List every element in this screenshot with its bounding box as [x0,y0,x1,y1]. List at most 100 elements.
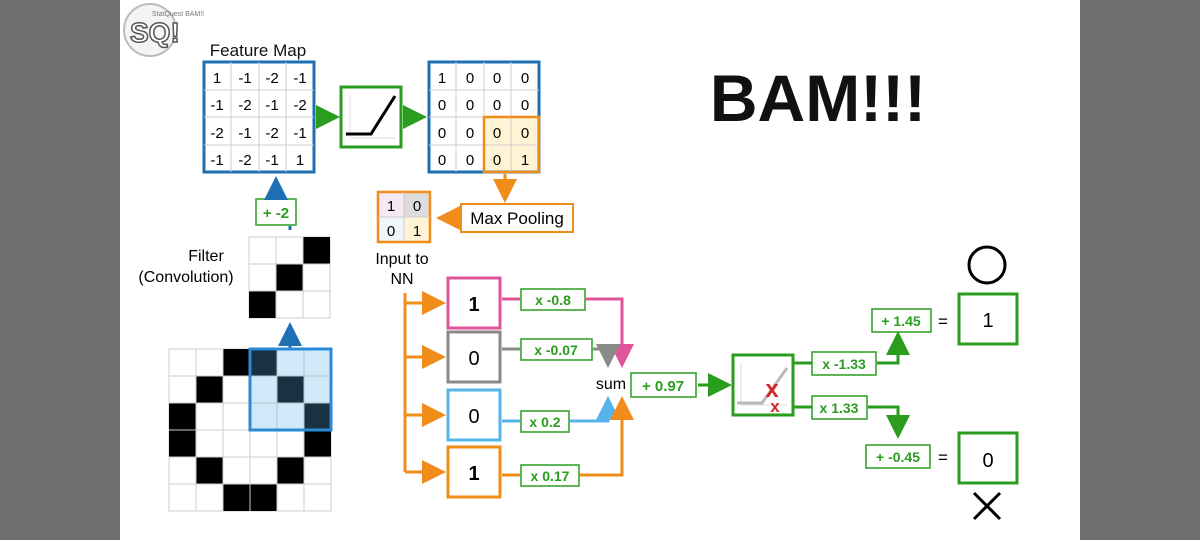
relu-cell: 0 [493,97,501,114]
pooled-cell: 0 [413,198,421,215]
filter-window-highlight [248,347,333,432]
weight-box [520,288,586,311]
path-to-output-2 [868,405,910,439]
output-weight-box [811,351,877,376]
nn-input-value: 1 [468,294,479,316]
feature-map-cell: 1 [213,70,221,87]
output-weight: x 1.33 [820,400,859,416]
circle-icon [967,245,1007,285]
weight-box [520,338,593,361]
nn-input-node-2 [446,330,502,384]
relu-cell: 0 [466,125,474,142]
output-node-1 [957,292,1019,346]
cross-icon [972,491,1002,521]
hidden-relu-node: x x [731,353,795,417]
nn-input-label-line2: NN [390,271,413,288]
nn-input-value: 1 [468,463,479,485]
slide: SQ! StatQuest BAM!! BAM!!! Feature Map 1… [120,0,1080,540]
feature-map-cell: -2 [238,152,251,169]
sum-label: sum [596,376,626,393]
output-weight: x -1.33 [822,356,866,372]
filter-label-line2: (Convolution) [138,269,233,286]
feature-map-cell: -1 [210,97,223,114]
max-pooling-box [460,203,574,233]
conv-bias: + -2 [263,205,289,222]
relu-cell: 0 [466,70,474,87]
path-to-sum [593,344,620,368]
relu-output-grid: 1 0 0 0 0 0 0 0 0 0 0 0 0 0 0 1 [427,60,541,174]
relu-cell: 0 [466,152,474,169]
feature-map-cell: -1 [210,152,223,169]
logo-text: SQ! [130,17,180,48]
output-bias-box [865,444,931,469]
relu-cell: 1 [521,152,529,169]
relu-activation-box [339,85,403,149]
output-bias: + 1.45 [881,313,921,329]
nn-input-node-4 [446,445,502,499]
hidden-bias-box [630,372,697,398]
pooled-cell: 1 [413,223,421,240]
output-node-2 [957,431,1019,485]
nn-input-node-3 [446,388,502,442]
relu-cell: 0 [438,125,446,142]
nn-input-value: 0 [468,406,479,428]
filter-grid [248,236,331,319]
feature-map-cell: -1 [293,70,306,87]
weight-label: x 0.2 [529,414,560,430]
feature-map-cell: -2 [210,125,223,142]
feature-map-cell: -1 [238,70,251,87]
pooled-cell: 1 [387,198,395,215]
path-to-sum [586,297,634,368]
equals-sign: = [938,312,948,331]
relu-cell: 0 [438,152,446,169]
weight-label: x -0.07 [534,342,578,358]
weight-box [520,464,580,487]
output-value: 1 [982,310,993,332]
logo-small-text: StatQuest BAM!! [152,11,204,18]
statquest-logo: SQ! StatQuest BAM!! [123,3,204,57]
relu-cell: 1 [438,70,446,87]
relu-cell: 0 [493,125,501,142]
max-pooling-label: Max Pooling [470,209,564,228]
feature-map-cell: -2 [265,70,278,87]
feature-map-cell: -1 [293,125,306,142]
output-bias-box [871,308,932,333]
relu-mark: x [765,376,779,403]
feature-map-cell: -2 [265,125,278,142]
relu-cell: 0 [521,70,529,87]
relu-cell: 0 [493,70,501,87]
feature-map-cell: -1 [265,97,278,114]
headline: BAM!!! [710,61,926,135]
relu-mark: x [770,397,780,416]
feature-map-cell: -1 [265,152,278,169]
nn-input-value: 0 [468,348,479,370]
path-to-sum [580,396,634,477]
output-weight-box [811,395,868,420]
path-to-sum [570,396,620,423]
output-value: 0 [982,450,993,472]
path-to-output-1 [877,331,910,365]
feature-map-cell: 1 [296,152,304,169]
weight-label: x 0.17 [531,468,570,484]
input-branches [403,291,446,484]
feature-map-cell: -2 [293,97,306,114]
feature-map-label: Feature Map [210,41,306,60]
hidden-bias: + 0.97 [642,378,684,395]
relu-cell: 0 [466,97,474,114]
pooled-cell: 0 [387,223,395,240]
equals-sign: = [938,448,948,467]
relu-cell: 0 [521,97,529,114]
input-image-grid [168,347,333,512]
feature-map-cell: -1 [238,125,251,142]
nn-input-label-line1: Input to [375,251,428,268]
feature-map-grid: 1 -1 -2 -1 -1 -2 -1 -2 -2 -1 -2 -1 -1 -2… [204,62,314,172]
output-bias: + -0.45 [876,449,920,465]
nn-input-node-1 [446,276,502,330]
pooled-grid: 1 0 0 1 [376,190,432,244]
relu-cell: 0 [493,152,501,169]
weight-label: x -0.8 [535,292,571,308]
feature-map-cell: -2 [238,97,251,114]
relu-cell: 0 [438,97,446,114]
relu-cell: 0 [521,125,529,142]
filter-label-line1: Filter [188,248,224,265]
